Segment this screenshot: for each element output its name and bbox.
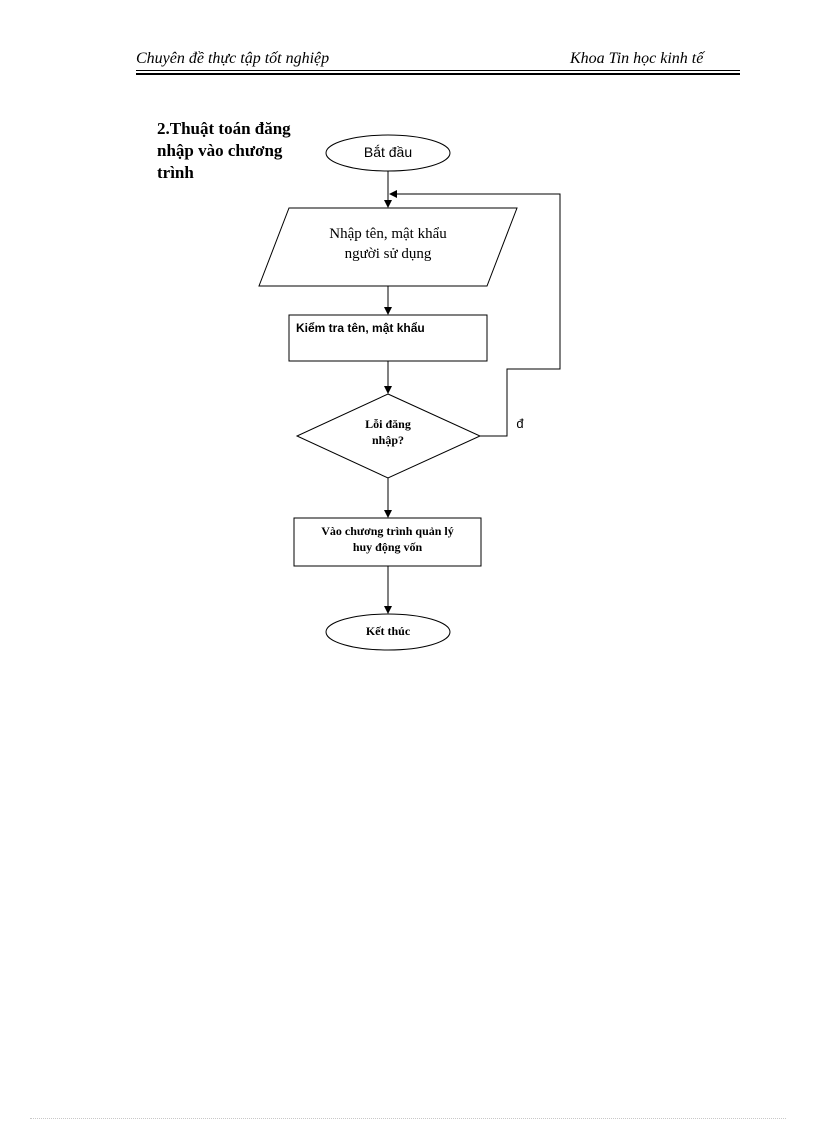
decision-label-line1: Lỗi đăng [365,417,411,431]
header-rule [136,73,740,75]
decision-branch-label: đ [516,416,524,431]
page-bottom-border [30,1118,786,1119]
input-label-line2: người sử dụng [344,246,432,262]
enter-program-box [293,517,482,567]
enter-label-line1: Vào chương trình quản lý [321,524,454,538]
input-label-line1: Nhập tên, mật khẩu [329,226,447,242]
input-parallelogram [258,207,518,287]
end-terminator [325,613,451,651]
start-label: Bắt đầu [363,144,413,160]
check-process-box [288,314,488,362]
page-header-left: Chuyên đề thực tập tốt nghiệp [136,50,330,67]
check-label: Kiểm tra tên, mật khẩu [296,321,425,335]
header-rule [136,70,740,71]
decision-label-line2: nhập? [371,433,405,447]
enter-label-line2: huy động vốn [352,540,423,554]
section-title: 2.Thuật toán đăng nhập vào chương trình [157,119,291,182]
connector-retry-loop [389,190,561,437]
page-header-right: Khoa Tin học kinh tế [570,50,704,67]
end-label: Kết thúc [365,624,411,638]
